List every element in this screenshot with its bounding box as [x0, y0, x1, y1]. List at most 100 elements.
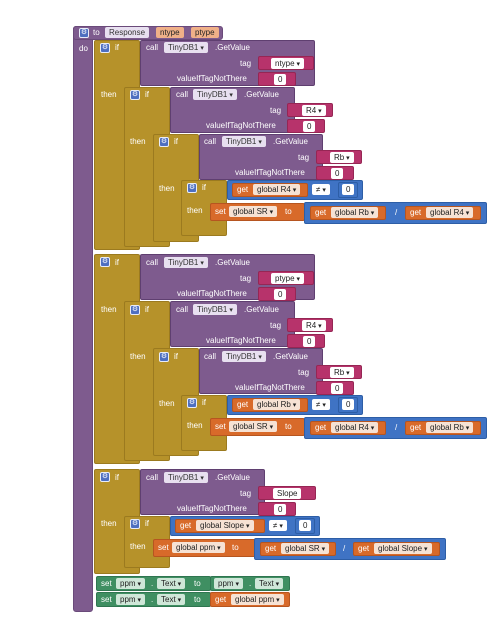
number-value[interactable]: 0	[342, 399, 355, 410]
tinydb-dropdown[interactable]: TinyDB1	[222, 136, 266, 147]
text-value[interactable]: 0	[303, 336, 316, 347]
tag-label: tag	[298, 153, 310, 162]
gear-icon[interactable]: ⚙	[100, 472, 110, 482]
variable-dropdown[interactable]: global ppm	[231, 594, 284, 605]
text-value[interactable]: Rb	[330, 152, 354, 163]
set-label: set	[101, 579, 112, 588]
variable-dropdown[interactable]: global R4	[426, 207, 474, 218]
gear-icon[interactable]: ⚙	[159, 137, 169, 147]
variable-dropdown[interactable]: global Slope	[374, 543, 432, 554]
value-if-tag-label: valueIfTagNotThere	[177, 289, 247, 298]
variable-dropdown[interactable]: global Rb	[253, 399, 301, 410]
get-label: get	[265, 544, 277, 553]
variable-dropdown[interactable]: global R4	[253, 184, 301, 195]
text-value[interactable]: 0	[274, 289, 287, 300]
variable-dropdown[interactable]: global SR	[281, 543, 330, 554]
property-dropdown[interactable]: Text	[255, 578, 284, 589]
operator-dropdown[interactable]: ≠	[269, 520, 287, 531]
then-label: then	[159, 184, 175, 193]
procedure-do-label: do	[79, 44, 88, 53]
getvalue-label: .GetValue	[215, 43, 250, 52]
property-dropdown[interactable]: Text	[157, 578, 186, 589]
call-label: call	[146, 258, 159, 267]
get-label: get	[410, 423, 422, 432]
component-dropdown[interactable]: ppm	[116, 578, 146, 589]
text-value[interactable]: Rb	[330, 367, 354, 378]
variable-dropdown[interactable]: global R4	[331, 422, 379, 433]
component-dropdown[interactable]: ppm	[116, 594, 146, 605]
call-label: call	[176, 90, 189, 99]
if-label: if	[145, 305, 149, 314]
to-label: to	[232, 543, 239, 552]
gear-icon[interactable]: ⚙	[130, 90, 140, 100]
operator-dropdown[interactable]: ≠	[312, 399, 330, 410]
number-value[interactable]: 0	[342, 184, 355, 195]
property-dropdown[interactable]: Text	[157, 594, 186, 605]
get-label: get	[180, 521, 192, 530]
variable-dropdown[interactable]: global Rb	[331, 207, 379, 218]
getvalue-label: .GetValue	[215, 258, 250, 267]
to-label: to	[194, 579, 201, 588]
text-value[interactable]: 0	[303, 121, 316, 132]
procedure-block[interactable]	[73, 26, 93, 612]
then-label: then	[101, 90, 117, 99]
text-value[interactable]: 0	[331, 383, 344, 394]
tag-label: tag	[240, 274, 252, 283]
number-value[interactable]: 0	[299, 520, 312, 531]
tag-label: tag	[240, 489, 252, 498]
variable-dropdown[interactable]: global Rb	[426, 422, 474, 433]
value-if-tag-label: valueIfTagNotThere	[235, 168, 305, 177]
tag-label: tag	[270, 321, 282, 330]
gear-icon[interactable]: ⚙	[159, 352, 169, 362]
getvalue-label: .GetValue	[244, 305, 279, 314]
get-label: get	[237, 185, 249, 194]
dot-label: .	[151, 579, 154, 588]
get-label: get	[237, 400, 249, 409]
variable-dropdown[interactable]: global ppm	[172, 542, 225, 553]
variable-dropdown[interactable]: global SR	[229, 421, 278, 432]
text-value[interactable]: 0	[274, 504, 287, 515]
operator-dropdown[interactable]: ≠	[312, 184, 330, 195]
if-label: if	[174, 352, 178, 361]
gear-icon[interactable]: ⚙	[187, 398, 197, 408]
divide-label: /	[395, 208, 398, 217]
procedure-param-ntype: ntype	[156, 27, 184, 38]
tinydb-dropdown[interactable]: TinyDB1	[222, 351, 266, 362]
tinydb-dropdown[interactable]: TinyDB1	[164, 42, 208, 53]
then-label: then	[101, 305, 117, 314]
gear-icon[interactable]: ⚙	[130, 519, 140, 529]
text-value[interactable]: R4	[302, 105, 326, 116]
get-label: get	[215, 595, 227, 604]
tinydb-dropdown[interactable]: TinyDB1	[164, 472, 208, 483]
component-dropdown[interactable]: ppm	[214, 578, 244, 589]
text-value[interactable]: R4	[302, 320, 326, 331]
getvalue-label: .GetValue	[273, 352, 308, 361]
text-value[interactable]: Slope	[273, 488, 302, 499]
gear-icon[interactable]: ⚙	[100, 43, 110, 53]
text-value[interactable]: 0	[331, 168, 344, 179]
text-value[interactable]: 0	[274, 74, 287, 85]
if-label: if	[174, 137, 178, 146]
get-label: get	[315, 423, 327, 432]
procedure-name[interactable]: Response	[105, 27, 150, 38]
getvalue-label: .GetValue	[273, 137, 308, 146]
gear-icon[interactable]: ⚙	[187, 183, 197, 193]
then-label: then	[130, 352, 146, 361]
gear-icon[interactable]: ⚙	[79, 28, 89, 38]
tinydb-dropdown[interactable]: TinyDB1	[193, 304, 237, 315]
gear-icon[interactable]: ⚙	[130, 305, 140, 315]
tinydb-dropdown[interactable]: TinyDB1	[193, 89, 237, 100]
value-if-tag-label: valueIfTagNotThere	[206, 336, 276, 345]
then-label: then	[130, 137, 146, 146]
call-label: call	[146, 473, 159, 482]
to-label: to	[194, 595, 201, 604]
getvalue-label: .GetValue	[215, 473, 250, 482]
variable-dropdown[interactable]: global Slope	[196, 520, 254, 531]
dot-label: .	[249, 579, 252, 588]
set-label: set	[215, 422, 226, 431]
text-value[interactable]: ntype	[271, 58, 305, 69]
text-value[interactable]: ptype	[271, 273, 305, 284]
variable-dropdown[interactable]: global SR	[229, 206, 278, 217]
tinydb-dropdown[interactable]: TinyDB1	[164, 257, 208, 268]
gear-icon[interactable]: ⚙	[100, 257, 110, 267]
